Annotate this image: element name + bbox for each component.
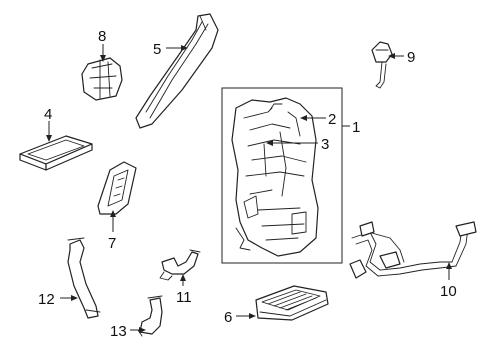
part-13-hose bbox=[137, 295, 163, 337]
callout-label-3: 3 bbox=[321, 136, 329, 153]
callout-label-10: 10 bbox=[440, 283, 457, 300]
callout-label-6: 6 bbox=[224, 309, 232, 326]
part-7-vent bbox=[97, 161, 137, 215]
part-11-hose bbox=[159, 249, 201, 281]
callout-label-1: 1 bbox=[352, 119, 360, 136]
callout-label-12: 12 bbox=[38, 291, 55, 308]
part-1-heater-housing bbox=[231, 97, 319, 257]
part-10-pipe bbox=[349, 221, 477, 279]
callout-label-9: 9 bbox=[407, 49, 415, 66]
callout-label-11: 11 bbox=[176, 289, 192, 306]
callout-leaders bbox=[46, 44, 452, 333]
assembly-box bbox=[221, 87, 343, 264]
part-8-actuator bbox=[81, 57, 123, 101]
part-9-grommet bbox=[371, 41, 393, 89]
callout-label-2: 2 bbox=[328, 111, 336, 128]
part-6-grille bbox=[255, 285, 329, 321]
callout-label-13: 13 bbox=[110, 323, 127, 340]
part-12-hose bbox=[67, 237, 101, 319]
part-4-filter bbox=[19, 135, 93, 171]
callout-label-5: 5 bbox=[153, 41, 161, 58]
callout-label-4: 4 bbox=[44, 106, 52, 123]
part-5-duct bbox=[135, 13, 219, 129]
callout-label-7: 7 bbox=[108, 235, 116, 252]
callout-labels: 1 2 3 4 5 6 7 8 9 10 11 12 13 bbox=[38, 28, 457, 340]
callout-label-8: 8 bbox=[98, 28, 106, 45]
